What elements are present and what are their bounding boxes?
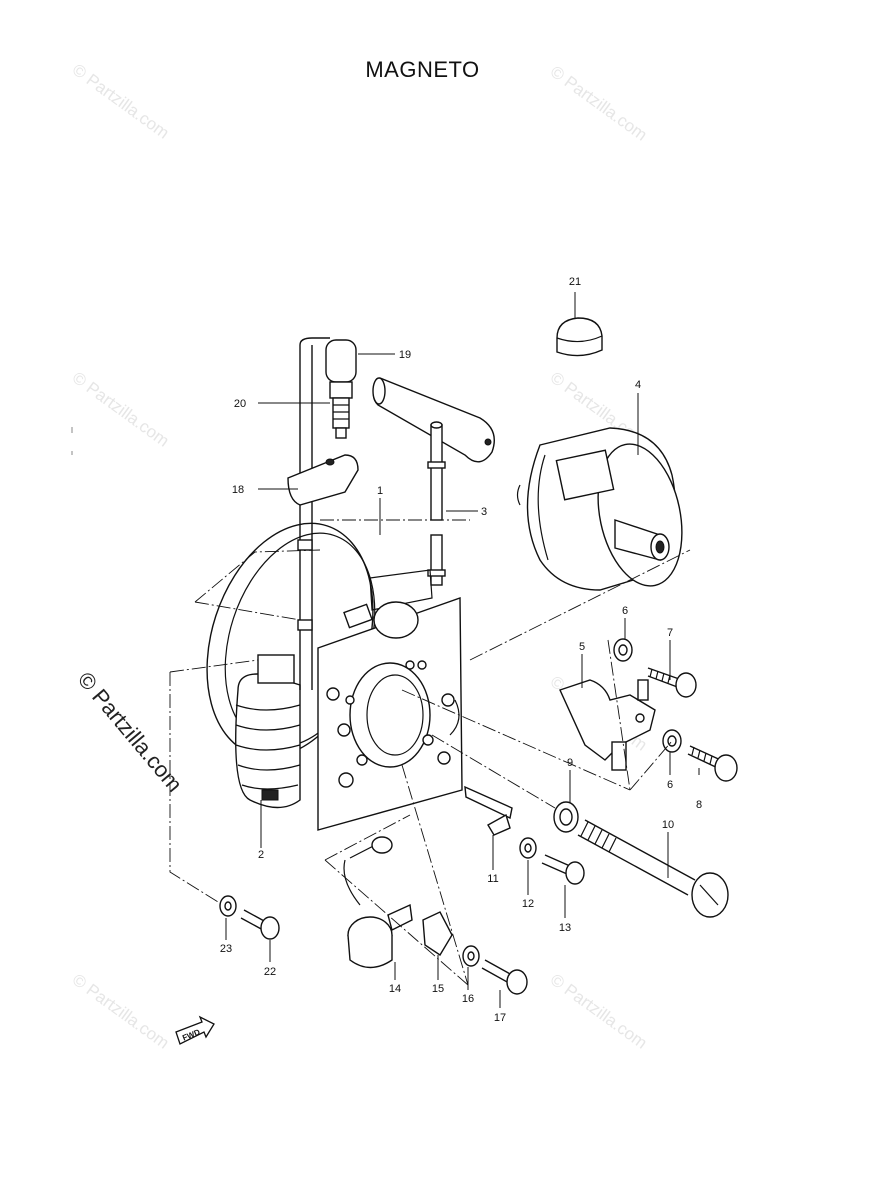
callout-19: 19	[399, 349, 411, 361]
callout-11: 11	[487, 873, 498, 885]
callout-7: 7	[667, 627, 673, 639]
callout-10: 10	[662, 819, 674, 831]
part-21-key	[556, 317, 603, 357]
callout-23: 23	[220, 943, 232, 955]
leader-lines	[225, 292, 700, 1008]
crankshaft-end	[372, 377, 495, 463]
diagram-title: MAGNETO	[365, 57, 480, 82]
callout-5: 5	[579, 641, 585, 653]
callouts: 1 2 3 4 5 6 6 7 8 9 10 11 12 13 14 15 16…	[220, 276, 702, 1024]
part-9-10-bolt	[553, 801, 729, 918]
part-22-23-screw	[219, 895, 280, 940]
part-4-rotor	[516, 427, 683, 591]
callout-14: 14	[389, 983, 401, 995]
callout-12: 12	[522, 898, 534, 910]
callout-16: 16	[462, 993, 474, 1005]
callout-15: 15	[432, 983, 444, 995]
assembly-lines	[169, 519, 691, 986]
callout-21: 21	[569, 276, 581, 288]
part-1-stator	[206, 522, 463, 831]
callout-4: 4	[635, 379, 641, 391]
callout-2: 2	[258, 849, 264, 861]
callout-8: 8	[696, 799, 702, 811]
part-6-8-screw-lower	[662, 729, 738, 782]
callout-1: 1	[377, 485, 383, 497]
part-14-17-condenser	[343, 836, 528, 995]
callout-17: 17	[494, 1012, 506, 1024]
callout-20: 20	[234, 398, 246, 410]
part-6-7-screw-upper	[613, 638, 697, 698]
forward-arrow-icon: FWD	[175, 1015, 215, 1045]
part-2-coil	[235, 654, 301, 809]
callout-18: 18	[232, 484, 244, 496]
part-3-cam	[427, 421, 446, 586]
callout-6b: 6	[667, 779, 673, 791]
part-11-12-13-terminal	[464, 785, 585, 885]
callout-6: 6	[622, 605, 628, 617]
part-5-points	[559, 679, 656, 771]
callout-3: 3	[481, 506, 487, 518]
callout-22: 22	[264, 966, 276, 978]
callout-9: 9	[567, 757, 573, 769]
callout-13: 13	[559, 922, 571, 934]
